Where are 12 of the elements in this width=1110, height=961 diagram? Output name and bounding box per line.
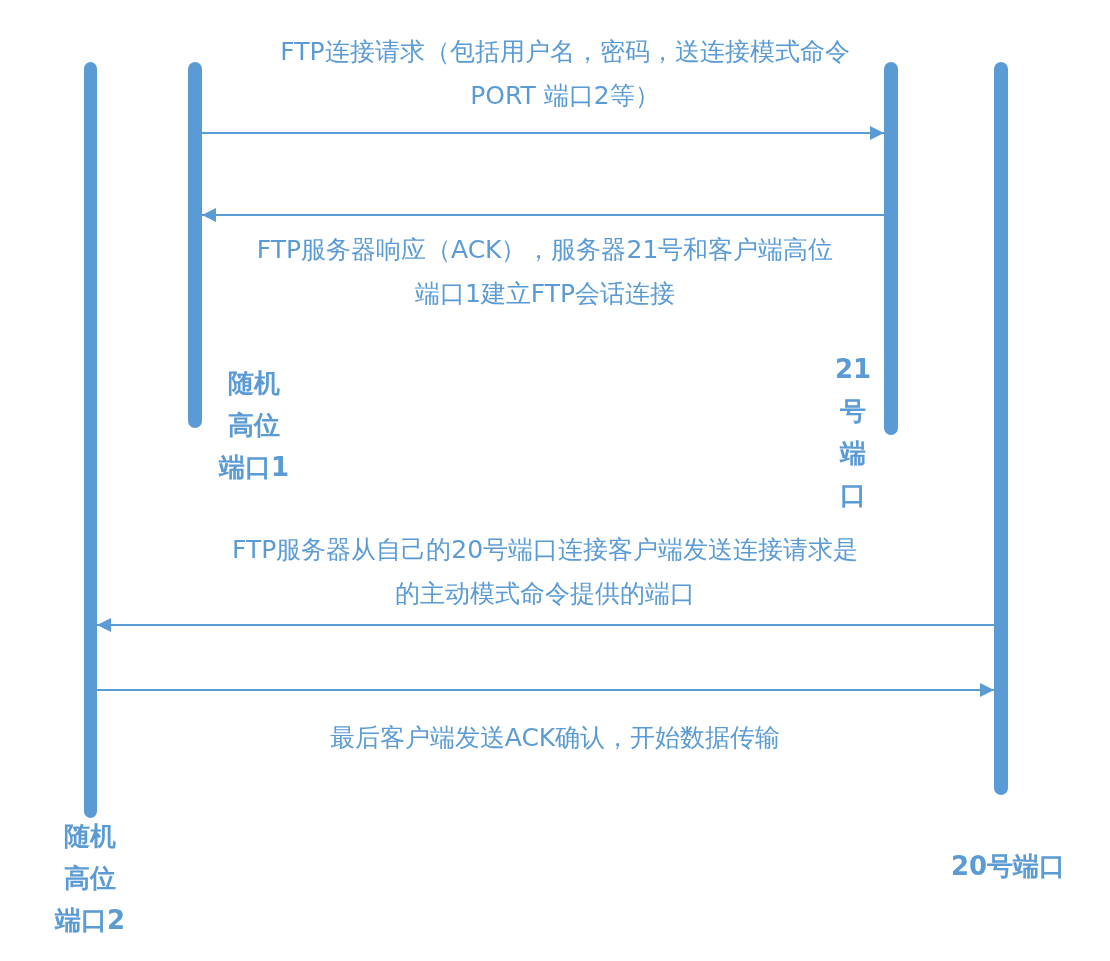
port-label: 21号端口 — [833, 353, 873, 512]
arrow — [201, 126, 885, 140]
port-label: 随机高位端口2 — [54, 820, 126, 937]
edge-label: FTP服务器响应（ACK），服务器21号和客户端高位端口1建立FTP会话连接 — [255, 234, 835, 310]
edge-label: FTP连接请求（包括用户名，密码，送连接模式命令 PORT 端口2等） — [279, 36, 851, 112]
port-label: 20号端口 — [949, 850, 1067, 883]
arrow — [96, 618, 995, 632]
edge-label: FTP服务器从自己的20号端口连接客户端发送连接请求是的主动模式命令提供的端口 — [230, 534, 860, 610]
arrow — [201, 208, 885, 222]
port-label: 随机高位端口1 — [218, 367, 290, 484]
edge-label: 最后客户端发送ACK确认，开始数据传输 — [328, 722, 782, 754]
arrow — [96, 683, 995, 697]
